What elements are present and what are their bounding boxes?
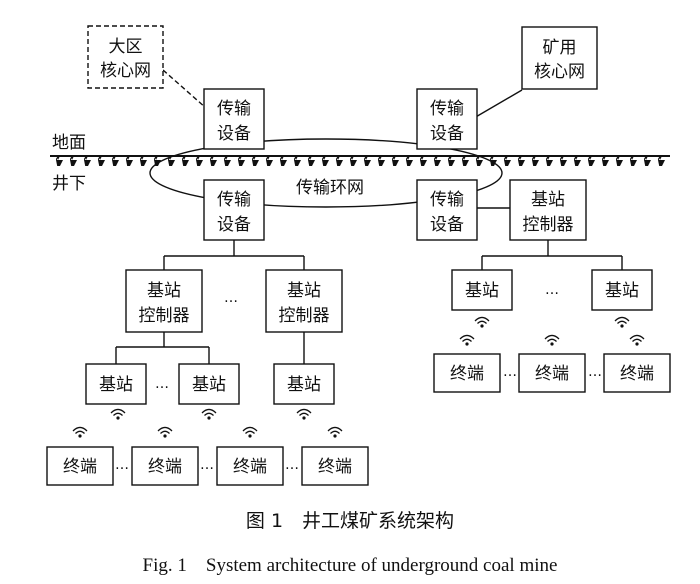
ground-label: 地面 [52, 133, 86, 153]
mine-core-box [521, 26, 598, 90]
ellipsis: … [545, 282, 559, 298]
underground-label: 井下 [52, 174, 86, 194]
figure-caption-en: Fig. 1 System architecture of undergroun… [142, 555, 558, 576]
base-station-label: 基站 [192, 375, 226, 395]
terminal-label: 终端 [620, 364, 654, 384]
wifi-icon [544, 334, 560, 347]
transmission-top-right-line2: 设备 [430, 124, 464, 144]
terminal-left-4 [301, 446, 369, 486]
bs-controller-left-2 [265, 269, 343, 333]
terminal-left-2 [131, 446, 199, 486]
terminal-label: 终端 [535, 364, 569, 384]
regional-core-line1: 大区 [109, 37, 143, 57]
bs-controller-right [509, 179, 587, 241]
base-station-right-2 [591, 269, 653, 311]
transmission-top-left-line2: 设备 [217, 124, 251, 144]
base-station-right-1 [451, 269, 513, 311]
terminal-left-3 [216, 446, 284, 486]
ellipsis: … [155, 376, 169, 392]
terminal-label: 终端 [148, 457, 182, 477]
transmission-box-bottom-left [203, 179, 265, 241]
terminal-label: 终端 [63, 457, 97, 477]
figure-caption-cn: 图 1 井工煤矿系统架构 [245, 510, 455, 532]
ring-label: 传输环网 [296, 178, 364, 198]
bs-controller-right-line1: 基站 [531, 190, 565, 210]
base-station-left-3 [273, 363, 335, 405]
mine-core-line2: 核心网 [534, 62, 585, 82]
ellipsis: … [224, 290, 238, 306]
terminal-right-1 [433, 353, 501, 393]
transmission-box-top-right [416, 88, 478, 150]
link-regional-core [162, 69, 207, 109]
wifi-icon [110, 408, 126, 421]
base-station-label: 基站 [287, 375, 321, 395]
terminal-label: 终端 [233, 457, 267, 477]
terminal-label: 终端 [450, 364, 484, 384]
base-station-label: 基站 [99, 375, 133, 395]
ellipsis: … [115, 457, 129, 473]
wifi-icon [614, 316, 630, 329]
transmission-box-top-left [203, 88, 265, 150]
link-mine-core [473, 89, 523, 119]
transmission-bottom-right-line2: 设备 [430, 215, 464, 235]
wifi-icon [72, 426, 88, 439]
bs-controller-left-1-line1: 基站 [147, 281, 181, 301]
transmission-bottom-right-line1: 传输 [430, 190, 464, 210]
architecture-diagram: 地面 井下 传输环网 大区 核心网 矿用 核心网 传输 设备 传输 设备 传输 … [46, 25, 671, 486]
base-station-label: 基站 [465, 281, 499, 301]
terminal-left-1 [46, 446, 114, 486]
wifi-icon [201, 408, 217, 421]
bs-controller-left-1-line2: 控制器 [139, 306, 190, 326]
wifi-icon [242, 426, 258, 439]
base-station-left-1 [85, 363, 147, 405]
transmission-ring [149, 138, 503, 208]
wifi-icon [327, 426, 343, 439]
transmission-top-left-line1: 传输 [217, 99, 251, 119]
bs-controller-left-2-line2: 控制器 [279, 306, 330, 326]
mine-core-line1: 矿用 [543, 38, 577, 58]
transmission-bottom-left-line1: 传输 [217, 190, 251, 210]
ellipsis: … [285, 457, 299, 473]
wifi-icon [157, 426, 173, 439]
bs-controller-right-line2: 控制器 [523, 215, 574, 235]
ellipsis: … [503, 364, 517, 380]
terminal-right-2 [518, 353, 586, 393]
wifi-icon [296, 408, 312, 421]
wifi-icon [474, 316, 490, 329]
ellipsis: … [588, 364, 602, 380]
ellipsis: … [200, 457, 214, 473]
wifi-icon [459, 334, 475, 347]
base-station-left-2 [178, 363, 240, 405]
ground-hatch [50, 156, 670, 166]
bs-controller-left-1 [125, 269, 203, 333]
wifi-icon [629, 334, 645, 347]
terminal-label: 终端 [318, 457, 352, 477]
base-station-label: 基站 [605, 281, 639, 301]
transmission-box-bottom-right [416, 179, 478, 241]
regional-core-line2: 核心网 [100, 61, 151, 81]
regional-core-box [87, 25, 164, 89]
transmission-bottom-left-line2: 设备 [217, 215, 251, 235]
transmission-top-right-line1: 传输 [430, 99, 464, 119]
terminal-right-3 [603, 353, 671, 393]
bs-controller-left-2-line1: 基站 [287, 281, 321, 301]
